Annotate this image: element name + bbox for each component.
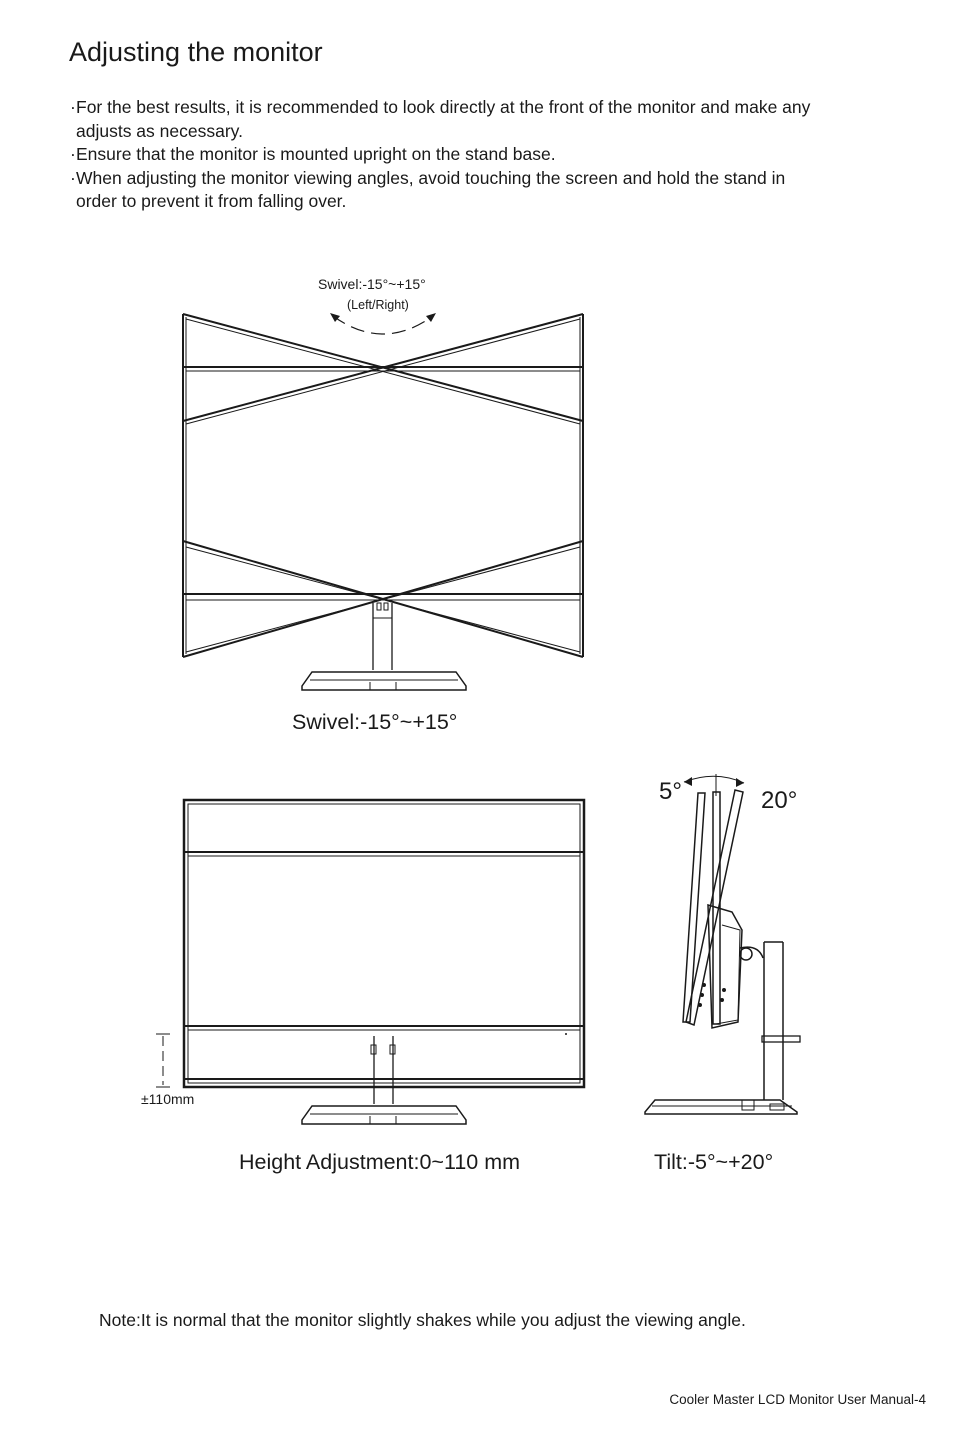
page-footer: Cooler Master LCD Monitor User Manual-4 (669, 1392, 926, 1407)
instruction-list: ·For the best results, it is recommended… (70, 96, 830, 214)
instruction-item: ·For the best results, it is recommended… (70, 96, 830, 143)
swivel-arrow (332, 315, 434, 335)
note-text: Note:It is normal that the monitor sligh… (99, 1310, 746, 1330)
swivel-label-top: Swivel:-15°~+15° (318, 276, 426, 292)
instruction-text: For the best results, it is recommended … (76, 97, 811, 141)
instruction-text: Ensure that the monitor is mounted uprig… (76, 144, 556, 164)
tilt-angle-back: 5° (659, 778, 682, 805)
arrow-head-right-icon (736, 778, 744, 787)
power-led-icon (565, 1033, 567, 1035)
arrow-head-right-icon (426, 313, 436, 322)
instruction-item: ·Ensure that the monitor is mounted upri… (70, 143, 830, 167)
bullet-marker: · (70, 167, 76, 188)
swivel-label-sub: (Left/Right) (347, 298, 409, 312)
height-dimension-label: ±110mm (141, 1091, 195, 1107)
instruction-text: When adjusting the monitor viewing angle… (76, 167, 786, 212)
tilt-angle-forward: 20° (761, 787, 798, 814)
height-caption: Height Adjustment:0~110 mm (239, 1150, 521, 1174)
bullet-marker: · (70, 144, 76, 164)
arrow-head-left-icon (330, 313, 340, 322)
arrow-head-left-icon (684, 777, 692, 786)
page-title: Adjusting the monitor (69, 37, 323, 67)
tilt-caption: Tilt:-5°~+20° (654, 1150, 774, 1174)
bullet-marker: · (70, 97, 76, 117)
swivel-caption: Swivel:-15°~+15° (292, 710, 458, 734)
instruction-item: ·When adjusting the monitor viewing angl… (70, 167, 830, 214)
